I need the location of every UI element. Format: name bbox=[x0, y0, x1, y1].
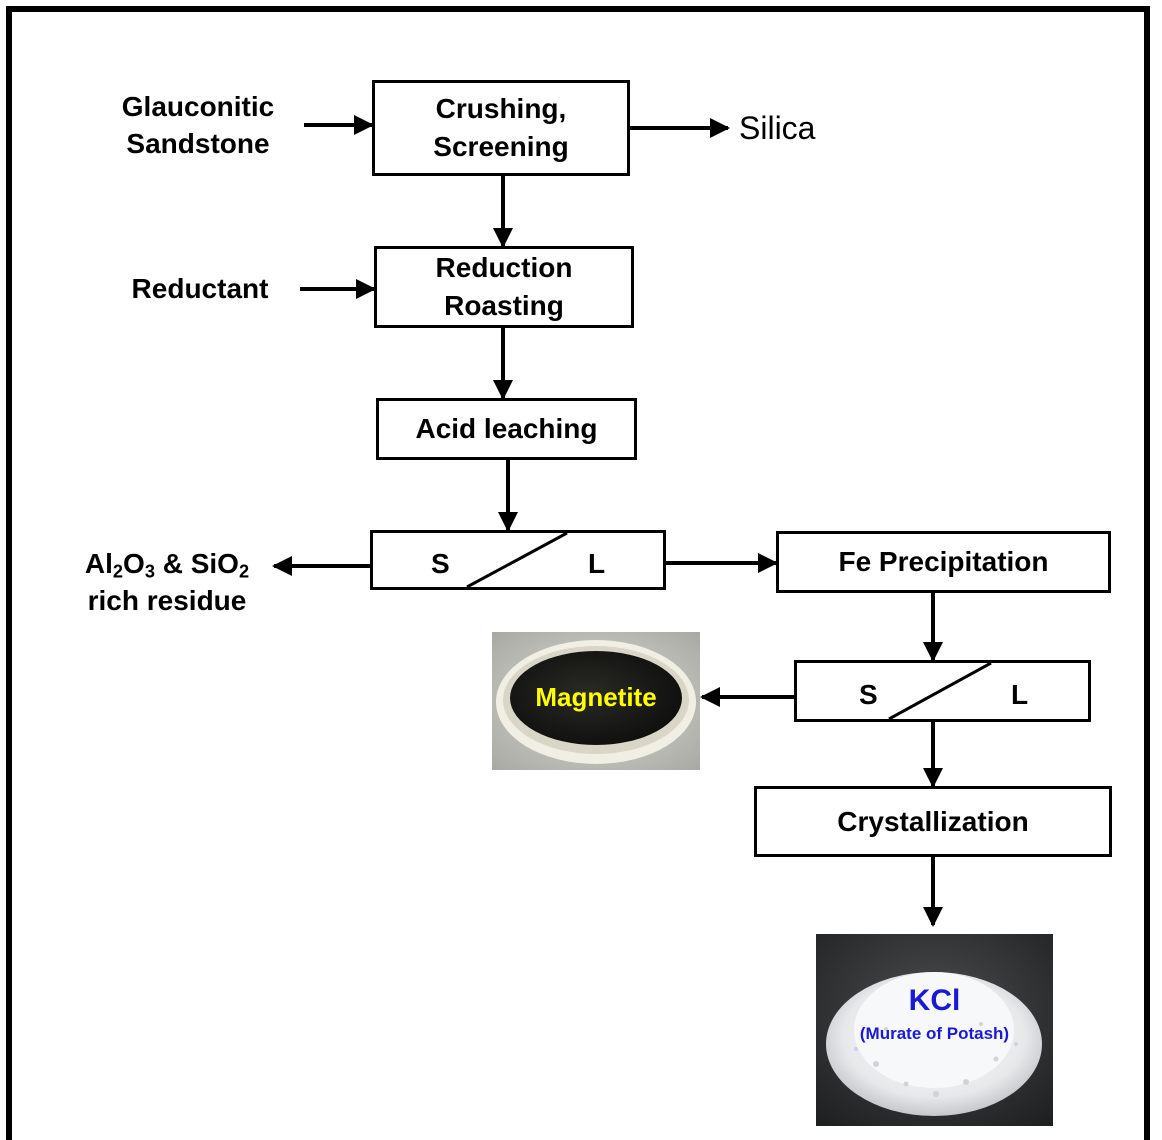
roasting-line: Roasting bbox=[444, 290, 564, 321]
solid-liquid-separator-1: S L bbox=[370, 530, 666, 590]
glauconitic-sandstone-label: Glauconitic Sandstone bbox=[100, 88, 296, 162]
silica-label: Silica bbox=[739, 110, 816, 146]
magnetite-dish-image bbox=[492, 632, 700, 770]
kcl-subtitle: (Murate of Potash) bbox=[859, 1024, 1010, 1043]
crushing-screening-box: Crushing, Screening bbox=[372, 80, 630, 176]
glauconitic-line: Glauconitic bbox=[121, 91, 275, 122]
kcl-label: KCl bbox=[908, 984, 961, 1017]
crushing-line: Crushing, bbox=[435, 93, 567, 124]
acid-leaching-box: Acid leaching bbox=[376, 398, 637, 460]
solid-liquid-separator-2: S L bbox=[794, 660, 1091, 722]
separator-1-liquid: L bbox=[588, 548, 606, 579]
magnetite-photo: Magnetite bbox=[492, 632, 700, 770]
separator-1-divider bbox=[466, 533, 568, 587]
reduction-roasting-box: Reduction Roasting bbox=[374, 246, 634, 328]
figure-border bbox=[6, 6, 1150, 1140]
separator-1-solid: S bbox=[431, 548, 450, 579]
residue-formula: Al2O3 & SiO2 bbox=[84, 548, 250, 582]
kcl-photo: KCl (Murate of Potash) bbox=[816, 934, 1053, 1126]
separator-2-liquid: L bbox=[1011, 679, 1029, 710]
screening-line: Screening bbox=[433, 131, 569, 162]
reduction-line: Reduction bbox=[435, 252, 573, 283]
separator-2-solid: S bbox=[859, 679, 878, 710]
sandstone-line: Sandstone bbox=[126, 128, 270, 159]
crystallization-box: Crystallization bbox=[754, 786, 1112, 857]
kcl-crystals-image bbox=[816, 934, 1053, 1126]
reductant-label: Reductant bbox=[131, 273, 269, 304]
fe-precipitation-box: Fe Precipitation bbox=[776, 531, 1111, 593]
residue-label: Al2O3 & SiO2 rich residue bbox=[56, 545, 278, 619]
residue-line2: rich residue bbox=[87, 585, 247, 616]
magnetite-label: Magnetite bbox=[535, 682, 657, 712]
separator-2-divider bbox=[888, 663, 992, 719]
